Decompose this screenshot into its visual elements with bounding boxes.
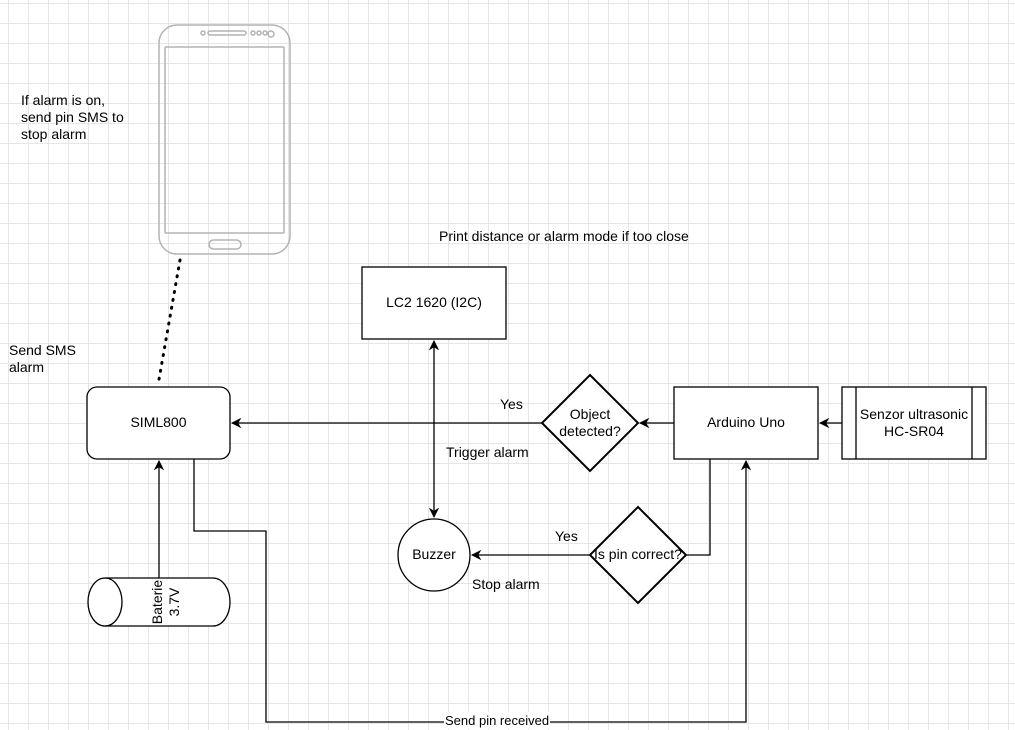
trigger-alarm-label: Trigger alarm xyxy=(446,444,529,460)
lcd-box xyxy=(361,266,507,340)
buzzer-circle xyxy=(397,518,471,592)
arduino-label: Arduino Uno xyxy=(707,414,785,430)
print-distance-label: Print distance or alarm mode if too clos… xyxy=(439,228,689,244)
siml800-label: SIML800 xyxy=(130,414,187,430)
arduino-to-pin-decision-line xyxy=(686,459,711,556)
arduino-box xyxy=(673,386,819,460)
lcd-label: LC2 1620 (I2C) xyxy=(386,294,482,310)
send-pin-received-label: Send pin received xyxy=(444,712,551,729)
object-detected-diamond xyxy=(540,373,640,473)
sensor-box xyxy=(841,386,987,460)
battery-cylinder xyxy=(87,577,231,627)
phone-note-label: If alarm is on, send pin SMS to stop ala… xyxy=(21,92,124,142)
siml800-box xyxy=(86,386,231,460)
yes-pin-label: Yes xyxy=(555,528,578,544)
smartphone-icon xyxy=(158,24,291,255)
pin-correct-diamond xyxy=(588,505,688,605)
buzzer-label: Buzzer xyxy=(412,546,456,562)
battery-label: Baterie 3.7V xyxy=(149,579,182,625)
siml800-to-arduino-arrow xyxy=(193,459,752,723)
stop-alarm-label: Stop alarm xyxy=(472,576,540,592)
send-sms-alarm-label: Send SMS alarm xyxy=(9,342,76,375)
sms-link-dotted-line xyxy=(156,258,182,387)
pin-correct-label: Is pin correct? xyxy=(594,546,682,562)
yes-object-label: Yes xyxy=(500,396,523,412)
sensor-label: Senzor ultrasonic HC-SR04 xyxy=(859,406,969,439)
object-detected-label: Object detected? xyxy=(559,406,621,439)
